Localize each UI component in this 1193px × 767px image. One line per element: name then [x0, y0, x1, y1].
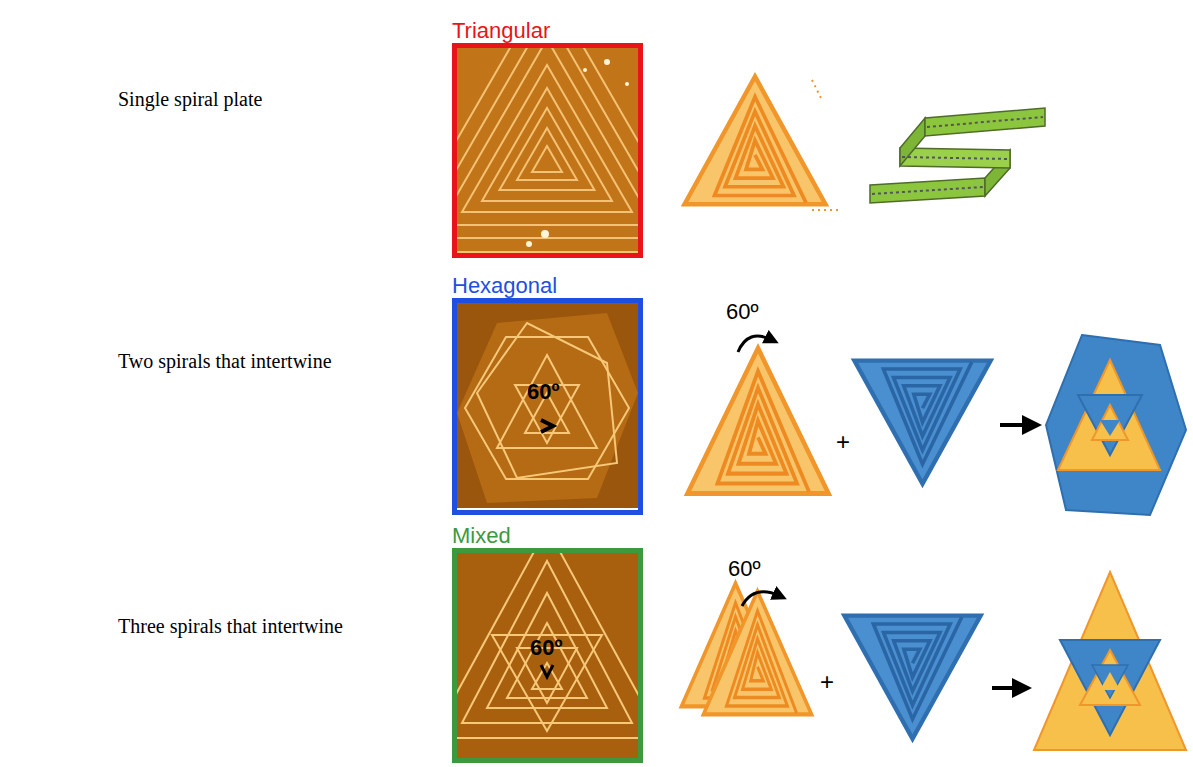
row-description: Two spirals that intertwine: [118, 350, 332, 373]
angle-label: 60º: [530, 635, 563, 661]
row-description: Single spiral plate: [118, 88, 262, 111]
rotation-angle: 60º: [728, 556, 761, 582]
angle-label: 60º: [527, 379, 560, 405]
panel-heading: Triangular: [452, 18, 550, 44]
row-description: Three spirals that intertwine: [118, 615, 343, 638]
afm-panel-frame: Hexagonal60º: [452, 298, 643, 515]
afm-image-hexagonal: [457, 303, 638, 508]
afm-image-triangular: [457, 48, 638, 253]
panel-heading: Mixed: [452, 523, 511, 549]
plus-sign: +: [836, 428, 850, 456]
plus-sign: +: [820, 668, 834, 696]
rotation-angle: 60º: [726, 299, 759, 325]
panel-heading: Hexagonal: [452, 273, 557, 299]
afm-panel-frame: Triangular: [452, 43, 643, 258]
afm-panel-frame: Mixed60º: [452, 548, 643, 763]
